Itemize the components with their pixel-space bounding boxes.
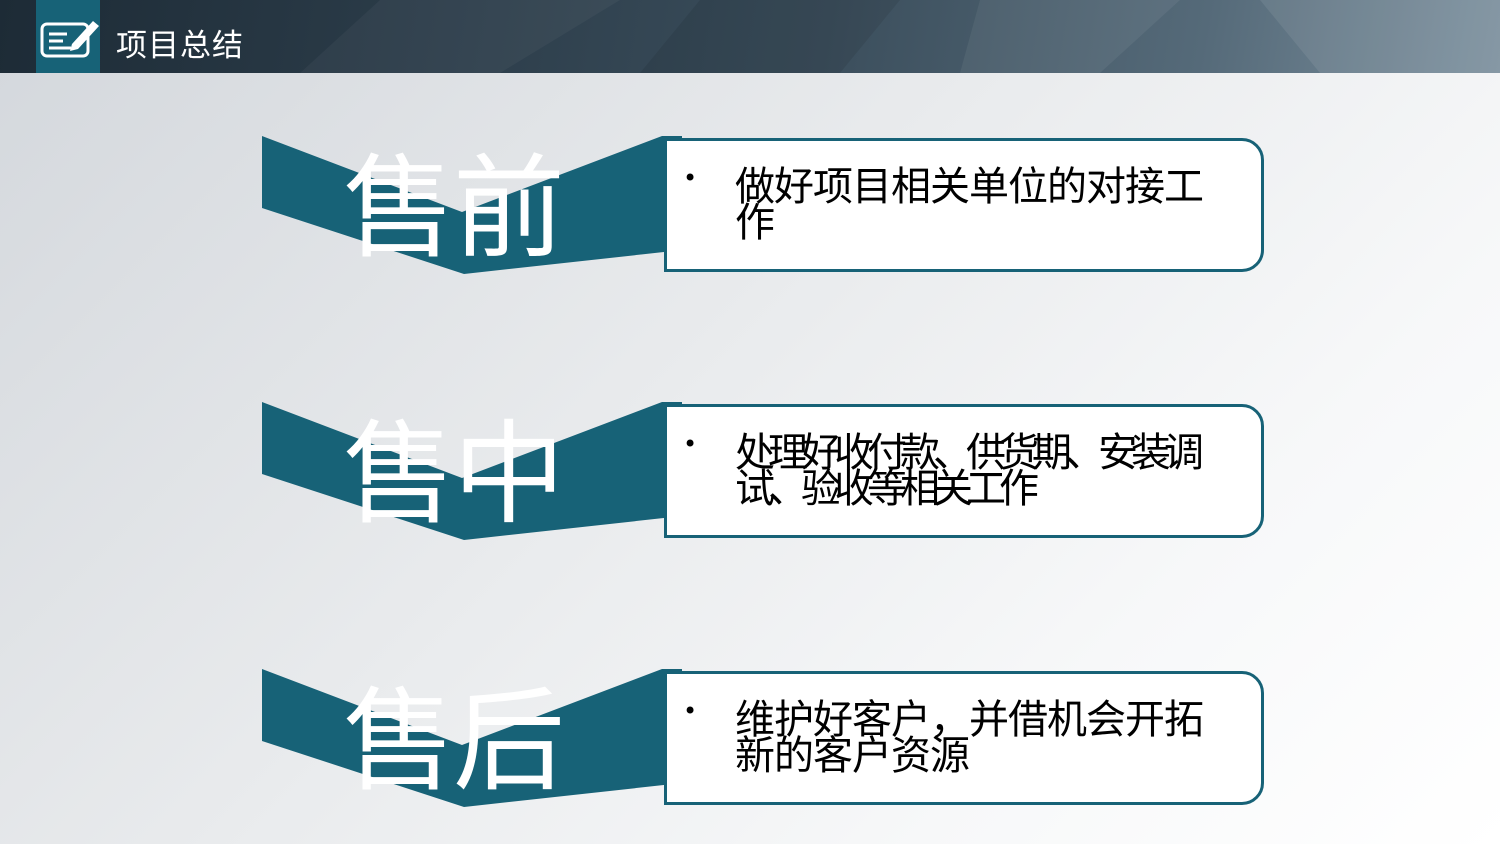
stage-banner-shape xyxy=(262,669,682,807)
stage-description: 维护好客户，并借机会开拓新的客户资源 xyxy=(735,697,1204,779)
stage-label: 售后 xyxy=(343,677,565,807)
stage-description: 做好项目相关单位的对接工作 xyxy=(735,164,1204,246)
page-title: 项目总结 xyxy=(116,28,244,64)
header-decoration xyxy=(300,0,1500,73)
stage-row-aftersale: 售后 • 维护好客户，并借机会开拓新的客户资源 xyxy=(0,669,1500,809)
stage-row-insale: 售中 • 处理好收付款、供货期、安装调试、验收等相关工作 xyxy=(0,402,1500,542)
stage-description-card: • 做好项目相关单位的对接工作 xyxy=(664,138,1264,272)
stage-banner-shape xyxy=(262,136,682,274)
bullet-icon: • xyxy=(683,697,698,725)
stage-description: 处理好收付款、供货期、安装调试、验收等相关工作 xyxy=(735,430,1204,512)
stage-description-card: • 维护好客户，并借机会开拓新的客户资源 xyxy=(664,671,1264,805)
stage-row-presale: 售前 • 做好项目相关单位的对接工作 xyxy=(0,136,1500,276)
stage-label: 售前 xyxy=(343,144,565,274)
stage-banner-shape xyxy=(262,402,682,540)
edit-note-icon xyxy=(40,21,99,58)
stage-label: 售中 xyxy=(343,410,565,540)
stage-description-card: • 处理好收付款、供货期、安装调试、验收等相关工作 xyxy=(664,404,1264,538)
bullet-icon: • xyxy=(683,164,698,192)
bullet-icon: • xyxy=(683,430,698,458)
header-bar: 项目总结 xyxy=(0,0,1500,73)
